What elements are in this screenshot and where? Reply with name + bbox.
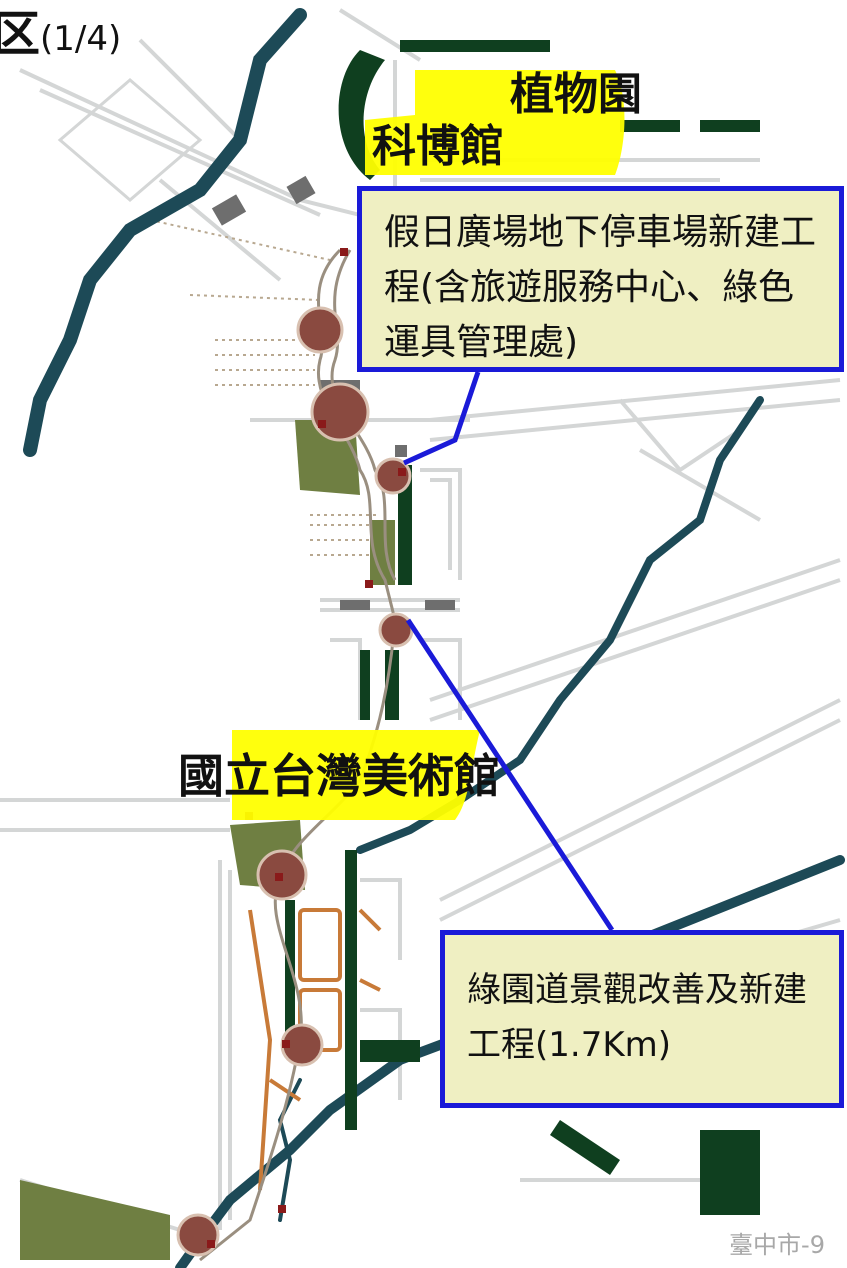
dark-green-strips xyxy=(285,40,760,1215)
highlight-patches xyxy=(232,70,625,820)
slide-title-suffix: (1/4) xyxy=(40,19,122,59)
parking-callout-pointer xyxy=(402,371,481,466)
greenway-project-callout: 綠園道景觀改善及新建工程(1.7Km) xyxy=(440,930,844,1108)
parking-project-callout: 假日廣場地下停車場新建工程(含旅遊服務中心、綠色運具管理處) xyxy=(357,186,844,372)
label-art-museum: 國立台灣美術館 xyxy=(178,749,500,803)
dotted-paths xyxy=(149,219,380,556)
label-botanical-garden: 植物園 xyxy=(510,69,642,120)
label-science-museum: 科博館 xyxy=(372,121,504,172)
page-number: 臺中市-9 xyxy=(729,1231,825,1259)
greenway-project-text: 綠園道景觀改善及新建工程(1.7Km) xyxy=(467,970,807,1065)
callout-pointers[interactable] xyxy=(402,371,615,932)
parking-project-text: 假日廣場地下停車場新建工程(含旅遊服務中心、綠色運具管理處) xyxy=(384,212,817,363)
greenway-callout-pointer xyxy=(405,618,615,932)
slide-title-char: 区 xyxy=(0,6,41,62)
park-areas xyxy=(20,420,395,1260)
slide-title: 区(1/4) xyxy=(0,0,121,64)
